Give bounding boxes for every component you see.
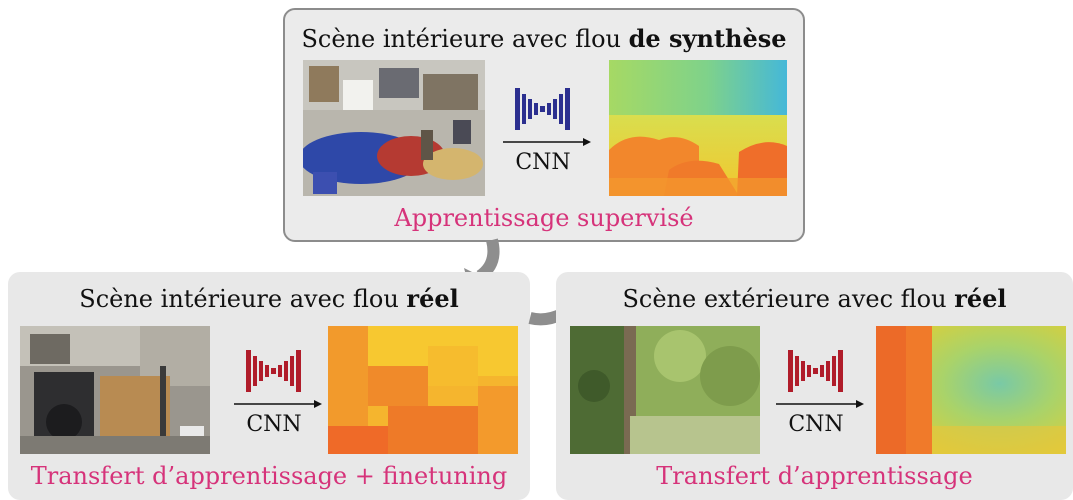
cnn-label: CNN — [515, 150, 571, 175]
cnn-encoder-decoder-icon — [234, 350, 322, 408]
panel-caption: Transfert d’apprentissage — [656, 462, 973, 490]
panel-synthetic-indoor: Scène intérieure avec flou de synthèse — [283, 8, 805, 242]
cnn-encoder-decoder-icon — [776, 350, 864, 408]
input-image-indoor-lab — [20, 326, 210, 454]
cnn-network: CNN — [495, 84, 591, 175]
panel-caption: Transfert d’apprentissage + finetuning — [30, 462, 508, 490]
cnn-label: CNN — [246, 412, 302, 437]
panel-title: Scène extérieure avec flou réel — [622, 284, 1007, 313]
panel-caption: Apprentissage supervisé — [394, 204, 694, 232]
output-depth-map — [328, 326, 518, 454]
panel-real-outdoor: Scène extérieure avec flou réel C — [556, 272, 1073, 500]
cnn-network: CNN — [226, 346, 322, 437]
cnn-label: CNN — [788, 412, 844, 437]
output-depth-map — [876, 326, 1066, 454]
cnn-encoder-decoder-icon — [503, 88, 591, 146]
panel-title: Scène intérieure avec flou de synthèse — [301, 24, 787, 53]
cnn-network: CNN — [768, 346, 864, 437]
panel-real-indoor: Scène intérieure avec flou réel — [8, 272, 530, 500]
output-depth-map — [609, 60, 787, 196]
input-image-outdoor-forest — [570, 326, 760, 454]
panel-title: Scène intérieure avec flou réel — [79, 284, 459, 313]
input-image-indoor-classroom — [303, 60, 485, 196]
